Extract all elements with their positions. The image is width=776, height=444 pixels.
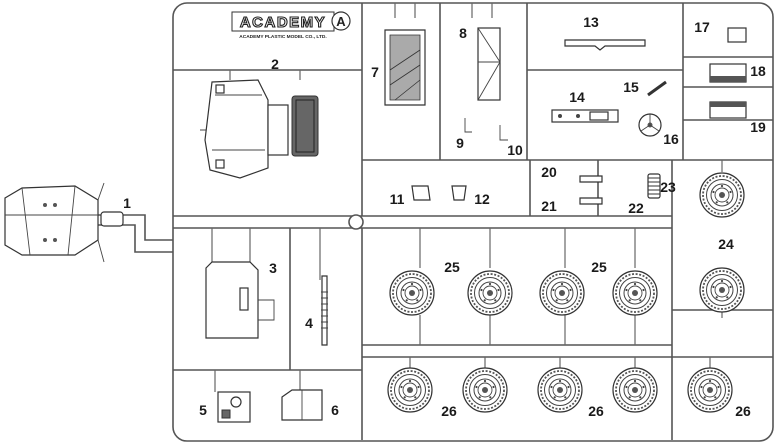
wheel-26-2	[462, 367, 508, 413]
part-3-shape	[205, 261, 275, 339]
part-label-10: 10	[507, 142, 523, 158]
wheel-26-5	[687, 367, 733, 413]
part-1-shape	[4, 182, 124, 263]
part-label-11: 11	[390, 191, 405, 207]
part-23-shape	[647, 173, 661, 199]
part-label-5: 5	[199, 402, 207, 418]
sprue-runners	[98, 3, 773, 440]
part-20-shape	[579, 175, 603, 183]
part-label-6: 6	[331, 402, 339, 418]
part-label-7: 7	[371, 64, 379, 80]
part-label-4: 4	[305, 315, 313, 331]
wheel-25-1	[389, 270, 435, 316]
wheel-26-3	[537, 367, 583, 413]
part-2-shape	[204, 79, 319, 179]
part-label-8: 8	[459, 25, 467, 41]
part-label-26b: 26	[588, 403, 604, 419]
wheels-part-25	[389, 270, 658, 316]
wheel-26-1	[387, 367, 433, 413]
logo-brand: ACADEMY	[240, 14, 326, 31]
part-label-13: 13	[583, 14, 599, 30]
part-7-shape	[384, 29, 426, 106]
part-label-19: 19	[750, 119, 766, 135]
part-label-16: 16	[663, 131, 679, 147]
part-6-shape	[281, 389, 323, 421]
part-8-shape	[477, 27, 501, 101]
wheel-25-4	[612, 270, 658, 316]
sprue-letter: A	[336, 14, 346, 29]
part-label-24: 24	[718, 236, 734, 252]
part-label-1: 1	[123, 195, 131, 211]
part-label-25b: 25	[591, 259, 607, 275]
part-label-23: 23	[660, 179, 676, 195]
part-label-14: 14	[569, 89, 585, 105]
part-16-shape	[638, 113, 662, 137]
part-19-shape	[709, 101, 747, 119]
part-label-9: 9	[456, 135, 464, 151]
part-label-2: 2	[271, 56, 279, 72]
academy-logo	[231, 11, 351, 32]
logo-subtitle: ACADEMY PLASTIC MODEL CO., LTD.	[239, 34, 326, 40]
part-label-18: 18	[750, 63, 766, 79]
part-label-22: 22	[628, 200, 644, 216]
part-5-shape	[217, 391, 251, 423]
sprue-outer-frame	[172, 2, 774, 442]
part-label-21: 21	[541, 198, 557, 214]
part-label-26a: 26	[441, 403, 457, 419]
part-12-shape	[451, 185, 467, 201]
part-17-shape	[727, 27, 747, 43]
part-11-shape	[411, 185, 431, 201]
part-number-labels: 1 2 3 4 5 6 7 8 9 10 11 12 13 14 15 16 1…	[123, 14, 766, 419]
part-18-shape	[709, 63, 747, 83]
wheels-part-26	[387, 367, 733, 413]
part-10-shape	[499, 125, 508, 141]
part-13-shape	[564, 39, 646, 51]
part-9-shape	[464, 118, 472, 133]
part-4-shape	[321, 275, 328, 346]
part-15-shape	[647, 80, 667, 97]
part-label-12: 12	[474, 191, 490, 207]
wheel-24-bottom	[699, 267, 745, 313]
part-label-17: 17	[694, 19, 710, 35]
part-21-shape	[579, 197, 603, 205]
wheel-24-top	[699, 172, 745, 218]
part-label-26c: 26	[735, 403, 751, 419]
part-14-shape	[551, 109, 619, 123]
part-label-25a: 25	[444, 259, 460, 275]
part-label-3: 3	[269, 260, 277, 276]
part-label-20: 20	[541, 164, 557, 180]
wheel-26-4	[612, 367, 658, 413]
wheel-25-3	[539, 270, 585, 316]
part-label-15: 15	[623, 79, 639, 95]
wheel-25-2	[467, 270, 513, 316]
